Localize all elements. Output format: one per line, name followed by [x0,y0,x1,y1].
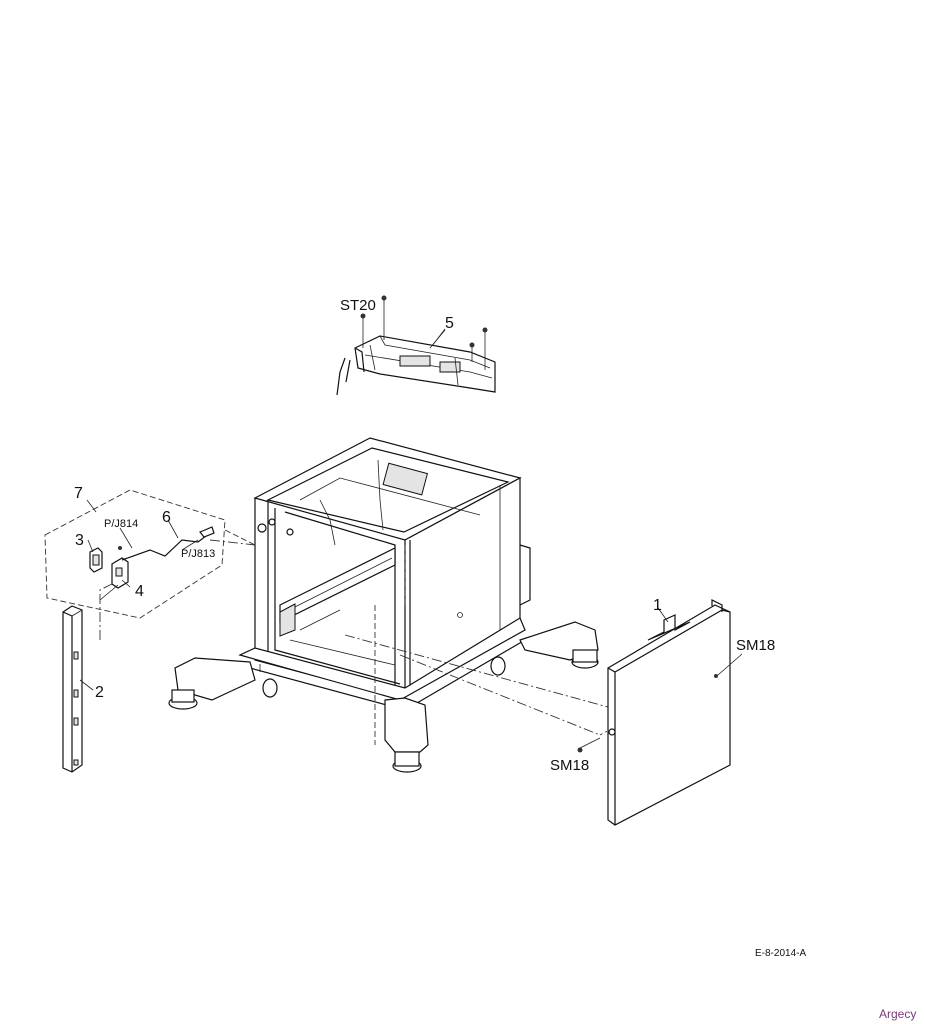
callout-6: 6 [162,509,171,526]
callout-leaders [79,328,743,749]
callout-7: 7 [74,485,83,502]
callout-1: 1 [653,597,662,614]
callout-pj813: P/J813 [181,548,215,560]
part-6-wire-harness [99,526,215,601]
part-4-bracket [111,557,129,589]
part-5-bracket-assembly [336,335,496,396]
callout-st20: ST20 [340,297,376,314]
stand-cabinet-frame [238,437,531,711]
figure-id: E-8-2014-A [755,948,807,959]
pj814-point [118,546,122,550]
base-legs [168,621,599,773]
part-1-side-cover [607,599,731,826]
callout-5: 5 [445,315,454,332]
callout-4: 4 [135,583,144,600]
part-3-sensor [89,547,103,573]
part-2-vertical-cover [62,605,83,773]
st20-screw-leaders [360,295,488,370]
callout-sm18-top: SM18 [736,637,775,654]
part-7-harness-group-outline [44,489,226,619]
callout-3: 3 [75,532,84,549]
callout-pj814: P/J814 [104,518,138,530]
sm18-screw-bottom [577,747,583,753]
watermark: Argecy [879,1007,917,1021]
callout-2: 2 [95,684,104,701]
callout-sm18-bottom: SM18 [550,757,589,774]
